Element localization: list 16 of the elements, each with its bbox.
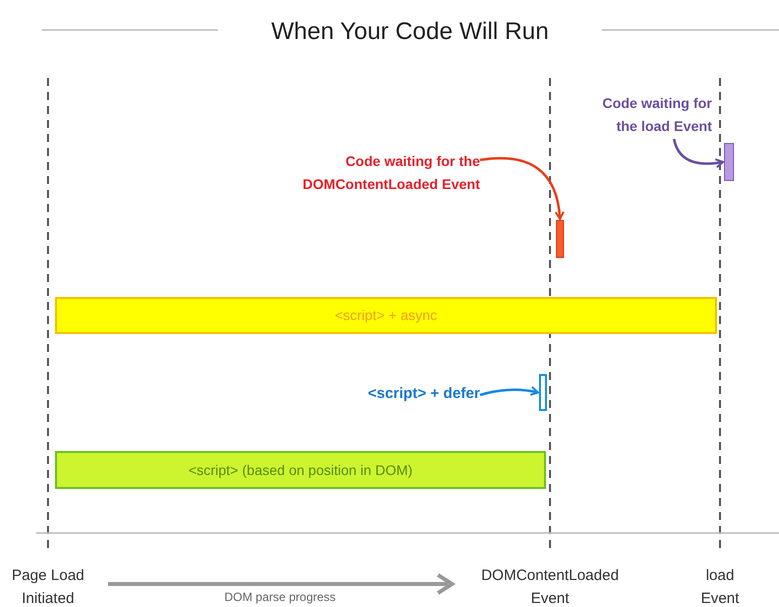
timeline-label: load Event [700,566,740,607]
curved-arrow [672,138,724,168]
annotation-text: Code waiting for the DOMContentLoaded Event [250,150,480,196]
annotation-text: <script> + defer [340,383,480,407]
timeline-bar: <script> (based on position in DOM) [55,451,546,489]
event-bar [724,143,734,181]
axis-label: DOM parse progress [223,589,337,606]
curved-arrow [480,386,539,396]
timeline-label: Page Load Initiated [10,566,86,607]
timeline-label: DOMContentLoaded Event [480,566,620,607]
event-bar [556,220,564,258]
title: When Your Code Will Run [270,17,550,47]
timeline-bar: <script> + async [55,297,717,334]
curved-arrow [480,157,564,220]
annotation-text: Code waiting for the load Event [582,92,712,138]
event-bar [539,374,547,411]
